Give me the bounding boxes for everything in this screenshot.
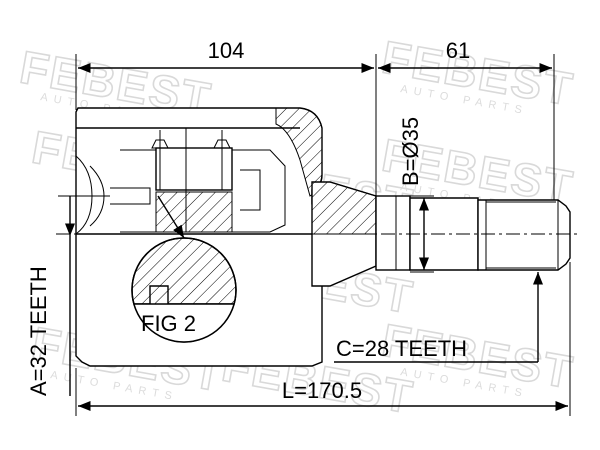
dim-shaft-length: 61 xyxy=(378,38,555,200)
fig2-hatch xyxy=(132,238,236,304)
inner-spline-stub xyxy=(110,187,151,205)
outer-spline xyxy=(477,199,571,271)
dim-value-c-teeth: C=28 TEETH xyxy=(336,336,467,361)
dim-value-length: L=170.5 xyxy=(282,378,362,403)
fig2-leader xyxy=(157,195,185,239)
dim-value-diameter: B=Ø35 xyxy=(398,117,423,186)
dim-value-a-teeth: A=32 TEETH xyxy=(26,266,51,396)
spline-tooth-lines xyxy=(486,201,556,269)
dim-value-104: 104 xyxy=(208,38,245,63)
housing-inner-bore xyxy=(120,149,286,233)
ball-cap-right xyxy=(213,139,231,149)
dim-housing-length: 104 xyxy=(75,38,377,196)
shaft-collar xyxy=(375,195,411,271)
dim-overall-length: L=170.5 xyxy=(75,262,571,416)
dim-inner-spline: A=32 TEETH xyxy=(26,195,110,396)
fig2-detail: FIG 2 xyxy=(131,195,237,343)
dim-shaft-diameter: B=Ø35 xyxy=(398,117,434,273)
housing-inner-step xyxy=(240,169,261,211)
ball-cap-left xyxy=(151,139,169,149)
dim-value-61: 61 xyxy=(446,38,470,63)
dim-outer-spline: C=28 TEETH xyxy=(334,272,544,363)
fig2-label: FIG 2 xyxy=(141,311,196,336)
tripod-spider xyxy=(155,147,233,191)
